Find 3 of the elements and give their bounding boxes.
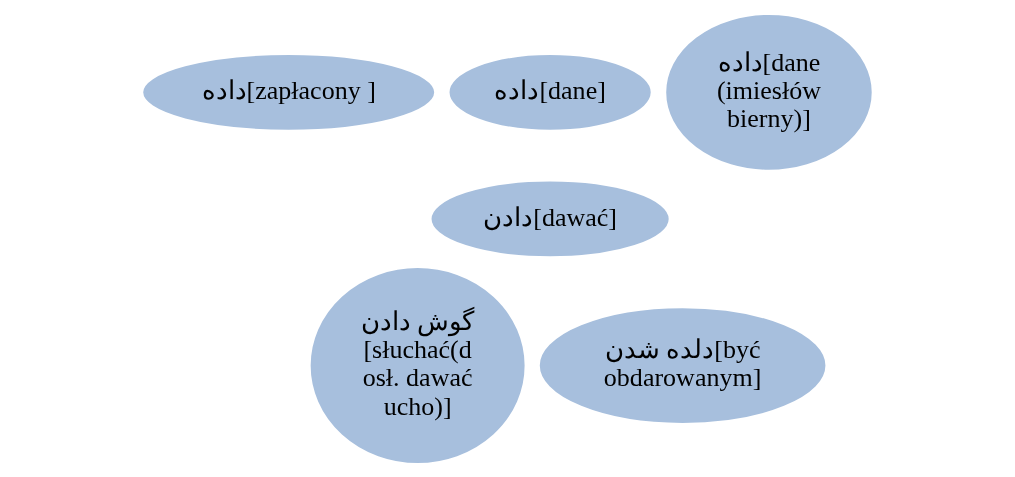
node-ellipse: داده[dane] [447, 52, 654, 132]
node-ellipse: داده[zapłacony ] [140, 52, 437, 132]
node-ellipse: دادن[dawać] [429, 178, 672, 259]
